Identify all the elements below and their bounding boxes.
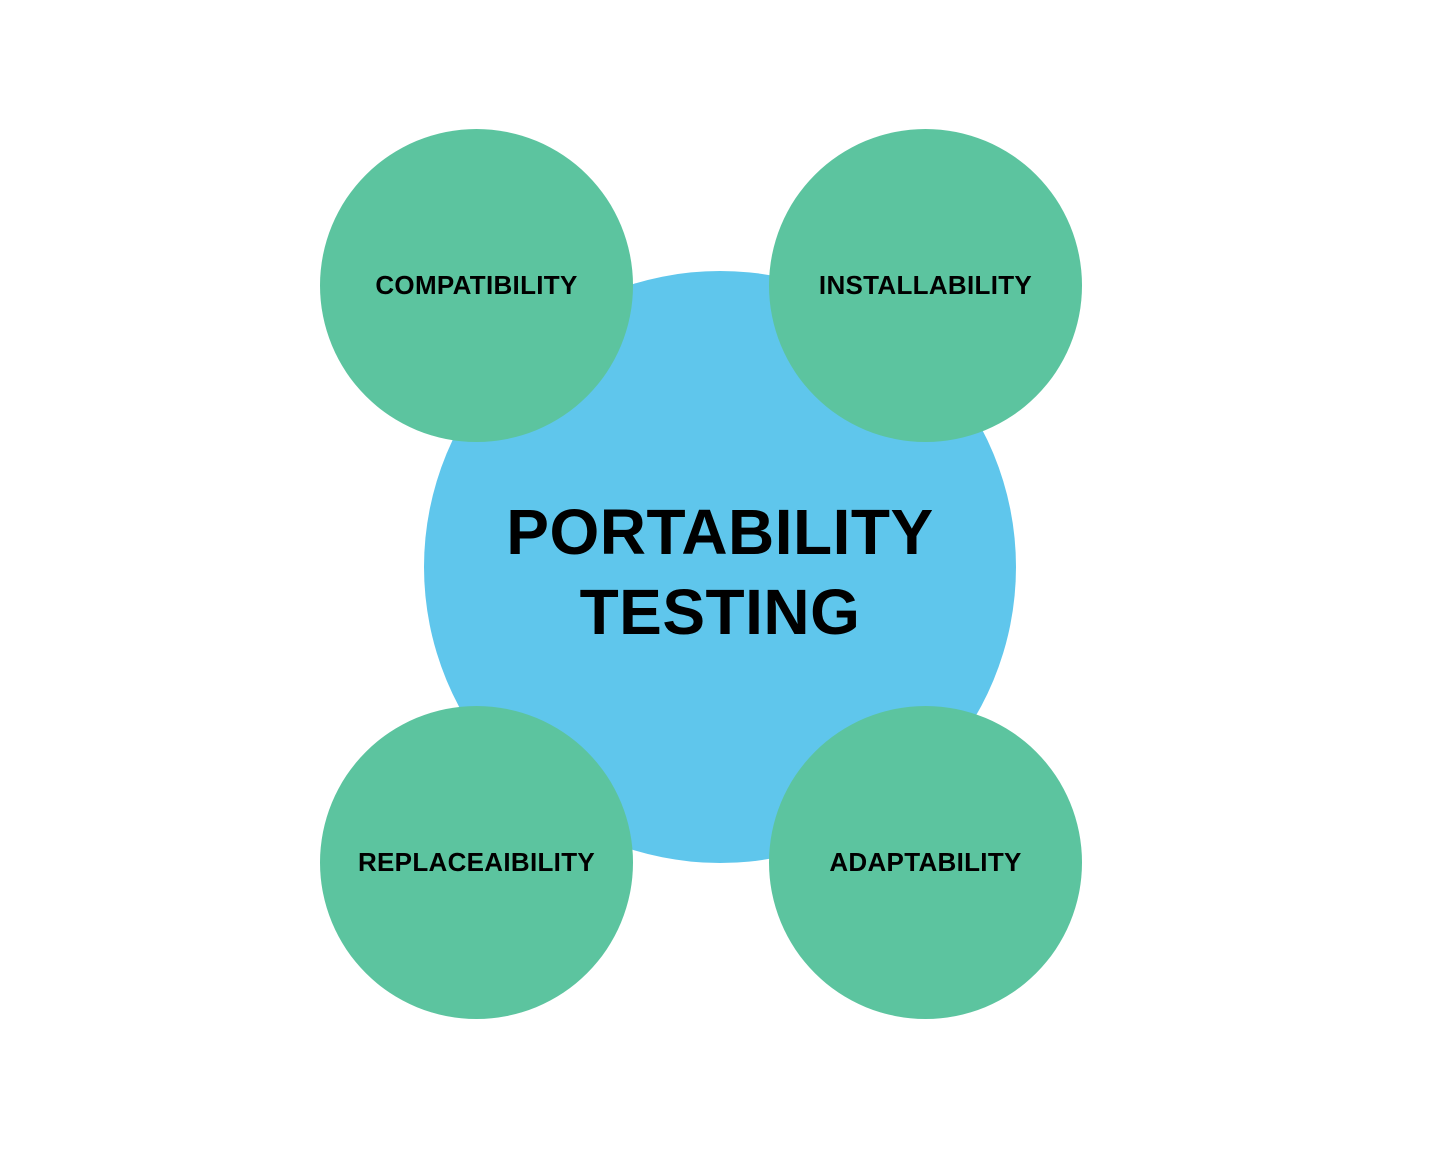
center-title: PORTABILITY TESTING (506, 492, 933, 652)
satellite-label: COMPATIBILITY (375, 270, 578, 300)
center-title-line2: TESTING (579, 576, 861, 648)
center-title-line1: PORTABILITY (506, 496, 934, 568)
satellite-adaptability: ADAPTABILITY (769, 706, 1082, 1019)
satellite-label: REPLACEAIBILITY (357, 847, 596, 877)
satellite-compatibility: COMPATIBILITY (320, 129, 633, 442)
satellite-label: ADAPTABILITY (829, 847, 1022, 877)
satellite-installability: INSTALLABILITY (769, 129, 1082, 442)
satellite-label: INSTALLABILITY (818, 270, 1033, 300)
satellite-replaceability: REPLACEAIBILITY (320, 706, 633, 1019)
